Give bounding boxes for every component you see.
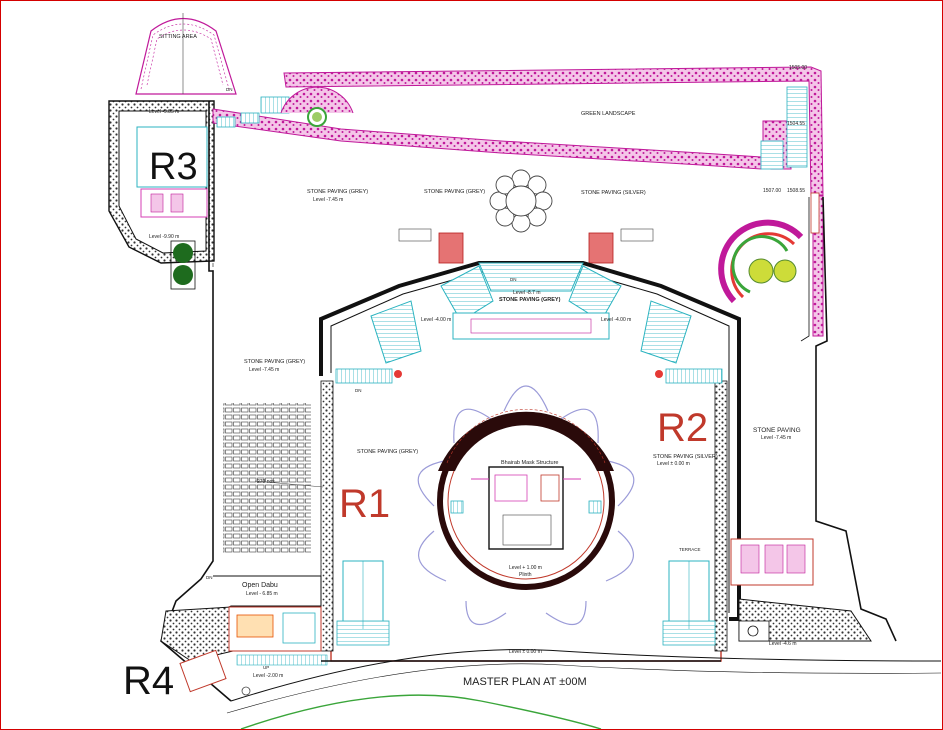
label-elev-3: 1508.55 [787,188,805,194]
label-level-200: Level -2.00 m [253,673,283,679]
label-elev-4: 1505.00 [789,65,807,71]
label-elev-2: 1507.00 [763,188,781,194]
label-dn-bottom: DN [206,575,213,580]
label-stone-paving-grey-mid: STONE PAVING (GREY) [244,359,305,365]
sitting-area [135,13,237,95]
seating-rows [223,403,324,553]
label-level-745-right: Level -7.45 m [761,435,791,441]
region-label-r4: R4 [123,659,174,703]
flower-fountain [489,169,553,233]
label-stone-paving-grey-top: STONE PAVING (GREY) [424,189,485,195]
label-level-985: Level -9.85 m [149,109,179,115]
pavilions [336,560,716,646]
region-labels: R3 R4 R1 R2 [123,146,708,703]
label-stone-paving-silver-court: STONE PAVING (SILVER) [653,454,718,460]
region-label-r3: R3 [149,146,198,188]
drawing-title: MASTER PLAN AT ±00M [463,676,587,688]
right-circular-garden [718,192,820,304]
label-level-685: Level - 6.85 m [246,591,278,597]
label-open-dabu: Open Dabu [242,582,278,589]
label-level-400-left: Level -4.00 m [421,317,451,323]
label-elev-1: 1504.55 [787,121,805,127]
label-level-000-bottom: Level ± 0.00 m [509,649,542,655]
label-dn-left: DN [355,388,362,393]
label-level-990: Level -9.90 m [149,234,179,240]
lotus-outline [417,385,635,626]
label-level-745-mid: Level -7.45 m [249,367,279,373]
region-label-r2: R2 [657,406,708,450]
label-stone-paving-silver-top: STONE PAVING (SILVER) [581,190,646,196]
label-terrace: TERRACE [679,547,701,552]
label-green-landscape: GREEN LANDSCAPE [581,111,636,117]
label-up: UP [263,665,269,670]
label-sitting-area: SITTING AREA [159,34,197,40]
label-plinth: Plinth [519,572,532,578]
central-plinth [437,409,615,590]
label-stone-paving-grey-court: STONE PAVING (GREY) [357,449,418,455]
label-level-100: Level + 1.00 m [509,565,542,571]
open-dabu-block [160,575,328,693]
label-dn-top: DN [226,87,233,92]
top-center-features [398,169,654,264]
bottom-path [226,649,942,729]
plan-labels: SITTING AREA GREEN LANDSCAPE STONE PAVIN… [149,34,807,679]
label-stone-paving-right: STONE PAVING [753,427,801,434]
label-level-46: Level -4.6 m [769,641,797,647]
label-stone-paving-grey-left: STONE PAVING (GREY) [307,189,368,195]
region-label-r1: R1 [339,482,390,526]
label-level-000-court: Level ± 0.00 m [657,461,690,467]
r3-block [108,100,215,290]
label-stone-paving-grey-center: STONE PAVING (GREY) [499,297,561,303]
label-dn-center: DN [510,277,517,282]
label-level-87: Level -8.7 m [513,290,541,296]
label-bhairab: Bhairab Mask Structure [501,460,558,466]
right-building [730,538,872,642]
central-terrace-walls [319,261,741,662]
label-level-745-left: Level -7.45 m [313,197,343,203]
label-level-400-right: Level -4.00 m [601,317,631,323]
label-rows-270: 270 nos [257,479,275,485]
